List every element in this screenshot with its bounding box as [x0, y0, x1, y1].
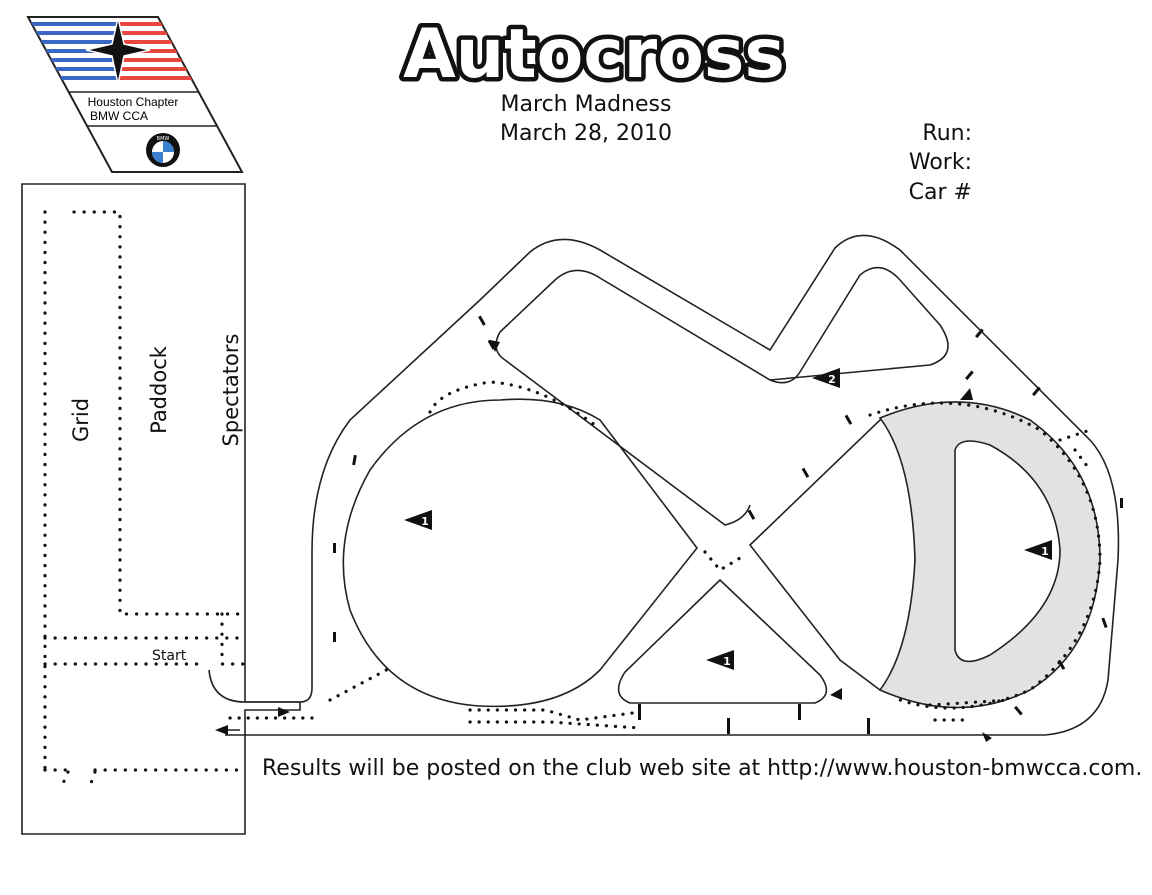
cone-lines: [228, 380, 1102, 730]
start-chute: [208, 669, 246, 703]
event-date: March 28, 2010: [500, 121, 672, 146]
grid-label: Grid: [69, 398, 93, 442]
upper-island: [499, 266, 949, 384]
club-logo: Houston Chapter BMW CCA BMW: [26, 16, 244, 173]
work-label: Work:: [909, 150, 972, 175]
upper-island-lower-edge: [495, 331, 751, 526]
svg-text:2: 2: [828, 373, 836, 386]
run-label: Run:: [922, 121, 972, 146]
star-icon: [85, 17, 151, 85]
logo-chapter-line1: Houston Chapter: [88, 95, 179, 109]
bmw-roundel-icon: BMW: [146, 133, 180, 167]
left-circle-island: [342, 398, 699, 708]
car-number-label: Car #: [909, 180, 972, 205]
worker-station-2: 2: [812, 368, 840, 388]
page-title-outline: Autocross: [403, 15, 785, 94]
svg-text:1: 1: [1041, 545, 1049, 558]
worker-flag-icon: [1024, 540, 1052, 560]
grid-dotted-lines: [43, 210, 247, 788]
worker-flag-icon: [706, 650, 734, 670]
direction-arrows: [215, 340, 992, 742]
cone-markers: [333, 315, 1123, 734]
worker-flag-icon: [812, 368, 840, 388]
svg-text:1: 1: [723, 655, 731, 668]
worker-station-1c: 1: [1024, 540, 1052, 560]
spectators-label: Spectators: [219, 334, 243, 447]
shaded-d-ring: [878, 401, 1101, 709]
page-title: Autocross: [403, 15, 785, 94]
worker-station-1b: 1: [706, 650, 734, 670]
results-note: Results will be posted on the club web s…: [262, 756, 1142, 781]
outer-course-boundary: [225, 234, 1120, 736]
start-label: Start: [152, 648, 187, 664]
event-name: March Madness: [501, 92, 672, 117]
roundel-text: BMW: [157, 136, 170, 142]
bottom-triangle-island: [617, 578, 828, 704]
right-link-island: [748, 415, 916, 692]
worker-flag-icon: [404, 510, 432, 530]
grid-paddock-area: Grid Paddock Spectators Start: [21, 183, 301, 835]
logo-chapter-line2: BMW CCA: [90, 109, 148, 123]
svg-text:1: 1: [421, 515, 429, 528]
paddock-label: Paddock: [147, 345, 171, 434]
worker-station-1a: 1: [404, 510, 432, 530]
